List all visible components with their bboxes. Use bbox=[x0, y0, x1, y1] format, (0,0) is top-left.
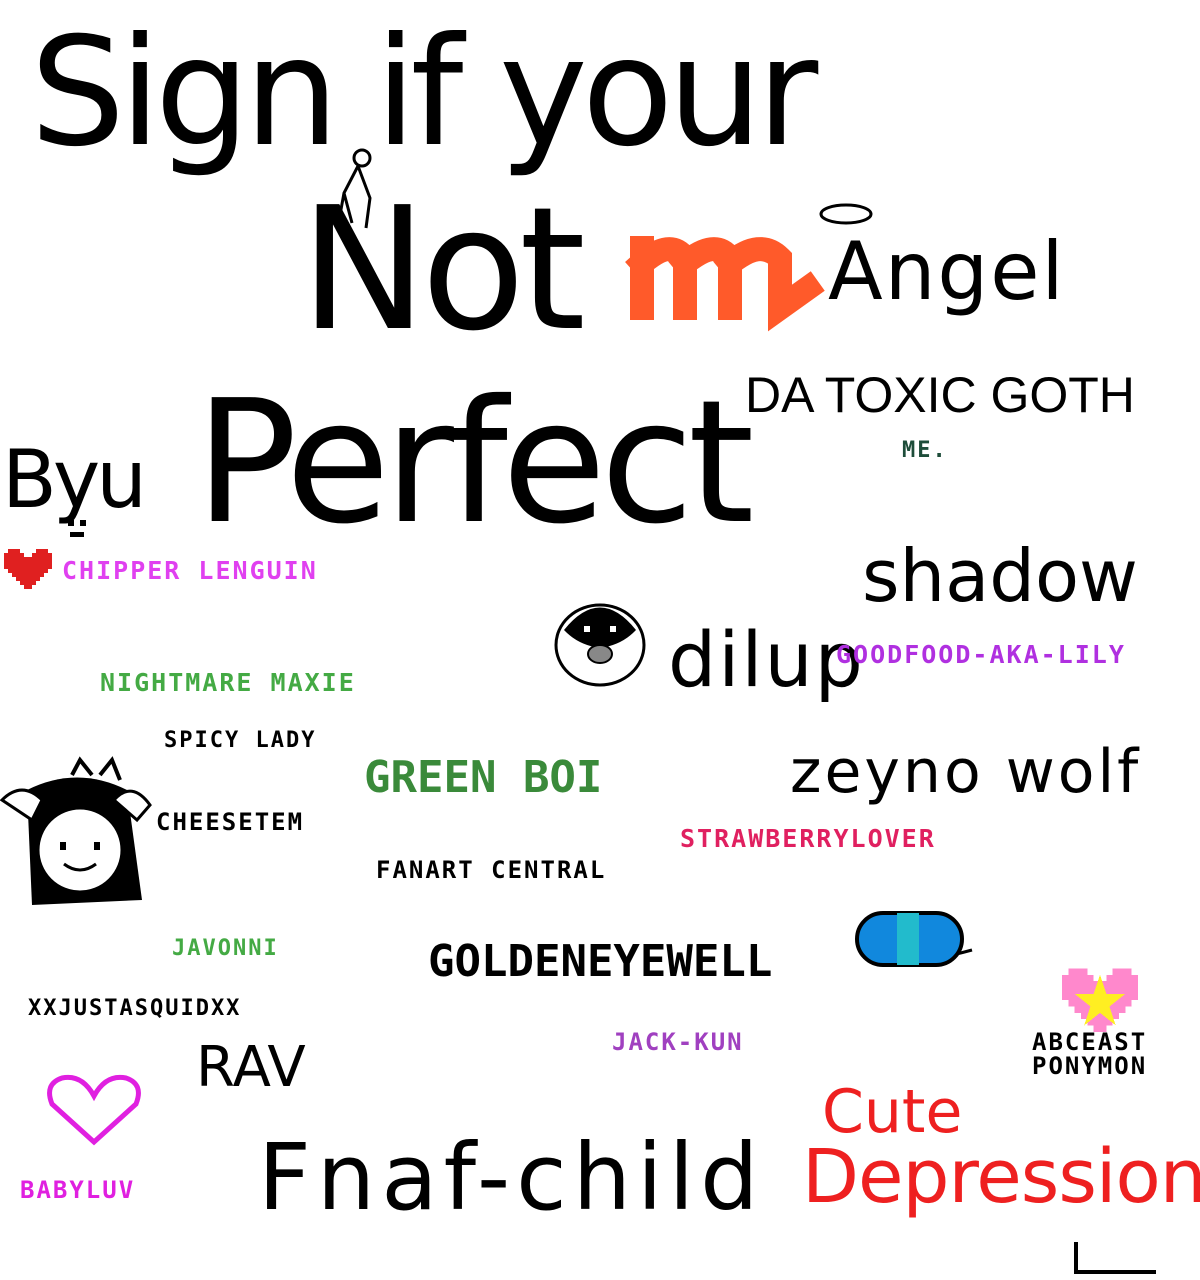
signature-byu: Byu bbox=[2, 433, 147, 526]
signature-cute: Cute bbox=[822, 1077, 963, 1147]
temmie-face-icon bbox=[0, 756, 152, 905]
signature-rav: RAV bbox=[196, 1035, 306, 1100]
signature-jack-kun: JACK-KUN bbox=[612, 1028, 744, 1056]
title-perfect: Perfect bbox=[195, 364, 754, 562]
title-not: Not bbox=[300, 171, 586, 369]
magenta-heart-icon bbox=[47, 1074, 141, 1146]
signature-strawberrylover: STRAWBERRYLOVER bbox=[680, 824, 936, 853]
signature-zeyno-wolf: zeyno wolf bbox=[790, 737, 1142, 807]
signature-xxjustasquidxx: XXJUSTASQUIDXX bbox=[28, 996, 242, 1021]
signature-abceast: ABCEAST bbox=[1032, 1028, 1148, 1056]
corner-line-mark bbox=[1074, 1242, 1156, 1274]
red-heart-icon bbox=[4, 549, 52, 589]
halo-icon bbox=[819, 203, 873, 225]
signature-babyluv: BABYLUV bbox=[20, 1176, 136, 1204]
dots-smile-icon bbox=[68, 520, 86, 537]
signature-green-boi: GREEN BOI bbox=[364, 752, 603, 803]
signature-me: ME. bbox=[902, 438, 948, 463]
signature-da-toxic-goth: DA TOXIC GOTH bbox=[745, 367, 1135, 423]
signature-angel: Angel bbox=[828, 225, 1066, 318]
pink-heart-star-icon bbox=[1062, 968, 1138, 1032]
signature-goldeneyewell: GOLDENEYEWELL bbox=[428, 936, 773, 987]
penguin-icon bbox=[554, 603, 646, 687]
blue-pill-icon bbox=[855, 911, 973, 967]
signature-dilup: dilup bbox=[668, 615, 865, 704]
signature-nightmare-maxie: NIGHTMARE MAXIE bbox=[100, 668, 356, 697]
signature-cheesetem: CHEESETEM bbox=[156, 808, 305, 836]
title-sign-if-your: Sign if your bbox=[30, 6, 818, 180]
signature-ponymon: PONYMON bbox=[1032, 1052, 1148, 1080]
stick-figure-drawing bbox=[336, 148, 372, 229]
signature-fnaf-child: Fnaf-child bbox=[258, 1124, 765, 1231]
signature-javonni: JAVONNI bbox=[172, 936, 279, 961]
signature-spicy-lady: SPICY LADY bbox=[164, 728, 317, 753]
orange-scribble bbox=[625, 236, 825, 332]
signature-shadow: shadow bbox=[862, 534, 1138, 618]
signature-goodfood-aka-lily: GOODFOOD-AKA-LILY bbox=[836, 640, 1126, 669]
signature-chipper-lenguin: CHIPPER LENGUIN bbox=[62, 556, 318, 585]
signature-fanart-central: FANART CENTRAL bbox=[376, 856, 607, 884]
signature-depression: Depression bbox=[802, 1134, 1200, 1220]
